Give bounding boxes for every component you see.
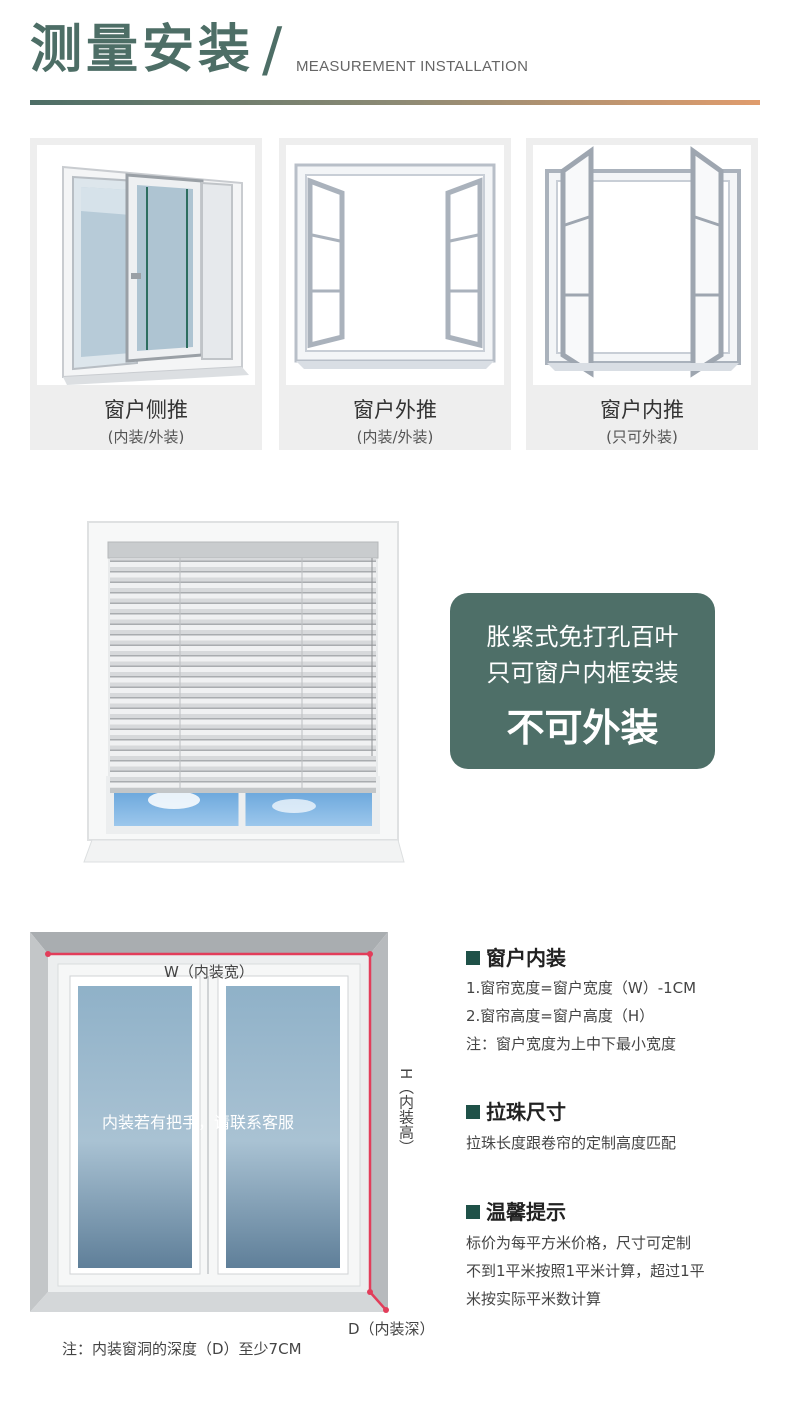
card-outward-window: 窗户外推 (内装/外装) [279,138,511,450]
section-cord-heading: 拉珠尺寸 [466,1096,566,1125]
section-tips-title: 温馨提示 [486,1200,566,1224]
card-title: 窗户内推 [600,398,684,422]
page-title: 测量安装 [30,20,255,80]
section-tips-line-1: 标价为每平方米价格，尺寸可定制 [466,1234,692,1252]
section-inside-title: 窗户内装 [486,946,566,970]
bullet-square [466,1105,480,1119]
section-inside-heading: 窗户内装 [466,942,566,971]
bullet-square [466,951,480,965]
depth-note: 注：内装窗洞的深度（D）至少7CM [62,1340,302,1358]
card-title: 窗户外推 [353,398,437,422]
section-cord-line-1: 拉珠长度跟卷帘的定制高度匹配 [466,1134,677,1152]
card-subtitle: (内装/外装) [107,428,185,446]
section-cord-title: 拉珠尺寸 [486,1100,566,1124]
section-tips-heading: 温馨提示 [466,1196,566,1225]
section-tips-line-3: 米按实际平米数计算 [466,1290,602,1308]
card-subtitle: (内装/外装) [356,428,434,446]
inward-window-image [533,145,751,385]
notice-line-1: 胀紧式免打孔百叶 [486,623,679,651]
title-slash: / [262,15,283,85]
section-inside-line-1: 1.窗帘宽度=窗户宽度（W）-1CM [466,979,697,997]
notice-line-2: 只可窗户内框安装 [486,659,679,687]
card-title: 窗户侧推 [104,398,188,422]
outward-window-image [286,145,504,385]
card-inward-window: 窗户内推 (只可外装) [526,138,758,450]
card-subtitle: (只可外装) [606,428,678,446]
measurement-diagram [30,932,390,1314]
tension-blind-image [82,520,406,866]
sliding-window-image [37,145,255,385]
depth-label: D（内装深） [348,1320,435,1338]
card-sliding-window: 窗户侧推 (内装/外装) [30,138,262,450]
bullet-square [466,1205,480,1219]
width-label: W（内装宽） [164,963,254,981]
tension-install-notice: 胀紧式免打孔百叶 只可窗户内框安装 不可外装 [450,593,715,769]
title-divider [30,100,760,105]
page-subtitle: MEASUREMENT INSTALLATION [296,58,529,75]
section-inside-line-2: 2.窗帘高度=窗户高度（H） [466,1007,655,1025]
section-tips-line-2: 不到1平米按照1平米计算，超过1平 [466,1262,705,1280]
notice-line-3: 不可外装 [506,706,659,750]
section-inside-line-3: 注：窗户宽度为上中下最小宽度 [466,1035,677,1053]
height-label: H（内装高） [397,1068,415,1155]
handle-note: 内装若有把手，请联系客服 [102,1113,295,1132]
